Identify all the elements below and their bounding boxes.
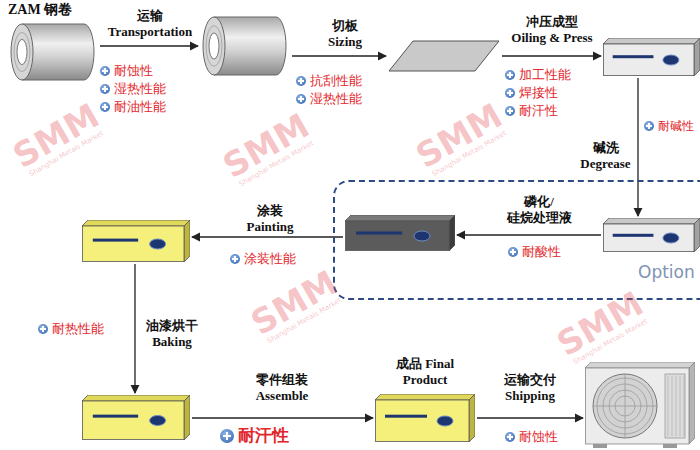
pressed-part — [603, 38, 700, 76]
bullet-icon — [296, 76, 306, 86]
property-text: 抗刮性能 — [310, 73, 362, 88]
property-label: 加工性能 — [505, 66, 571, 83]
steel-coil — [200, 15, 290, 77]
steel-sheet — [388, 40, 500, 72]
watermark: SMMShanghai Metals Market — [245, 265, 346, 348]
property-text: 耐酸性 — [522, 244, 561, 259]
illustration — [388, 40, 500, 72]
step-label: 运输 Transportation — [107, 8, 194, 40]
connector-arrow — [637, 78, 638, 216]
property-text: 耐汗性 — [519, 103, 558, 118]
property-text: 耐碱性 — [658, 119, 694, 133]
step-label: 冲压成型 Oiling & Press — [510, 14, 594, 46]
bullet-icon — [296, 94, 306, 104]
connector-arrow — [502, 55, 601, 56]
air-conditioner-unit — [585, 362, 695, 448]
step-label: 涂装 Painting — [246, 203, 295, 235]
property-label: 耐汗性 — [220, 425, 289, 446]
property-label: 耐蚀性 — [505, 428, 558, 445]
coil-drawing — [8, 22, 98, 82]
part-drawing — [603, 218, 700, 252]
property-text: 涂装性能 — [244, 251, 296, 266]
step-label: 切板 Sizing — [327, 18, 363, 50]
watermark: SMMShanghai Metals Market — [410, 98, 511, 181]
watermark: SMMShanghai Metals Market — [217, 108, 318, 191]
node-heading: ZAM 钢卷 — [8, 2, 72, 18]
step-label: 零件组装 Assemble — [255, 372, 310, 404]
degreased-part — [603, 218, 700, 252]
property-label: 耐蚀性 — [100, 62, 153, 79]
step-label: 运输交付 Shipping — [503, 372, 557, 404]
connector-arrow — [134, 264, 135, 393]
property-text: 焊接性 — [519, 85, 558, 100]
property-label: 涂装性能 — [230, 250, 296, 267]
property-label: 耐热性能 — [38, 320, 104, 337]
property-label: 湿热性能 — [100, 80, 166, 97]
property-label: 耐碱性 — [644, 118, 694, 135]
connector-arrow — [100, 45, 198, 46]
treated-part — [345, 215, 455, 251]
property-text: 耐热性能 — [52, 321, 104, 336]
part-drawing — [375, 394, 475, 442]
watermark: SMMShanghai Metals Market — [7, 98, 108, 181]
property-text: 耐油性能 — [114, 99, 166, 114]
node-heading: 成品 Final Product — [386, 356, 465, 388]
property-text: 湿热性能 — [114, 81, 166, 96]
step-label: 碱洗 Degrease — [579, 140, 632, 172]
option-region: Option — [333, 180, 700, 300]
property-text: 耐蚀性 — [114, 63, 153, 78]
baked-part — [82, 395, 190, 440]
bullet-icon — [505, 106, 515, 116]
bullet-icon — [230, 254, 240, 264]
illustration — [82, 220, 190, 262]
connector-arrow — [192, 417, 373, 418]
connector-arrow — [192, 236, 343, 237]
illustration — [585, 362, 695, 448]
bullet-icon — [100, 84, 110, 94]
bullet-icon — [505, 88, 515, 98]
part-drawing — [82, 395, 190, 440]
illustration — [82, 395, 190, 440]
bullet-icon — [508, 247, 518, 257]
illustration — [200, 15, 290, 77]
air-conditioner-drawing — [585, 362, 695, 448]
final-product: 成品 Final Product — [375, 356, 475, 442]
property-label: 耐油性能 — [100, 98, 166, 115]
illustration — [8, 22, 98, 82]
step-label: 磷化/硅烷处理液 — [492, 194, 586, 226]
property-label: 耐汗性 — [505, 102, 558, 119]
bullet-icon — [220, 429, 234, 443]
part-drawing — [82, 220, 190, 262]
bullet-icon — [505, 432, 515, 442]
property-text: 耐汗性 — [238, 425, 289, 445]
part-drawing — [345, 215, 455, 251]
connector-arrow — [457, 234, 601, 235]
connector-arrow — [477, 417, 583, 418]
coil-drawing — [200, 15, 290, 77]
property-label: 焊接性 — [505, 84, 558, 101]
bullet-icon — [644, 121, 654, 131]
property-label: 抗刮性能 — [296, 72, 362, 89]
illustration — [603, 38, 700, 76]
illustration — [603, 218, 700, 252]
part-drawing — [603, 38, 700, 76]
bullet-icon — [100, 102, 110, 112]
illustration — [345, 215, 455, 251]
bullet-icon — [38, 324, 48, 334]
connector-arrow — [292, 55, 386, 56]
property-text: 加工性能 — [519, 67, 571, 82]
property-label: 湿热性能 — [296, 90, 362, 107]
bullet-icon — [100, 66, 110, 76]
property-label: 耐酸性 — [508, 243, 561, 260]
bullet-icon — [505, 70, 515, 80]
steel-coil: ZAM 钢卷 — [8, 2, 98, 82]
sheet-drawing — [388, 40, 500, 72]
property-text: 耐蚀性 — [519, 429, 558, 444]
painted-part — [82, 220, 190, 262]
region-label: Option — [638, 262, 695, 282]
property-text: 湿热性能 — [310, 91, 362, 106]
step-label: 油漆烘干 Baking — [145, 318, 199, 350]
illustration — [375, 394, 475, 442]
